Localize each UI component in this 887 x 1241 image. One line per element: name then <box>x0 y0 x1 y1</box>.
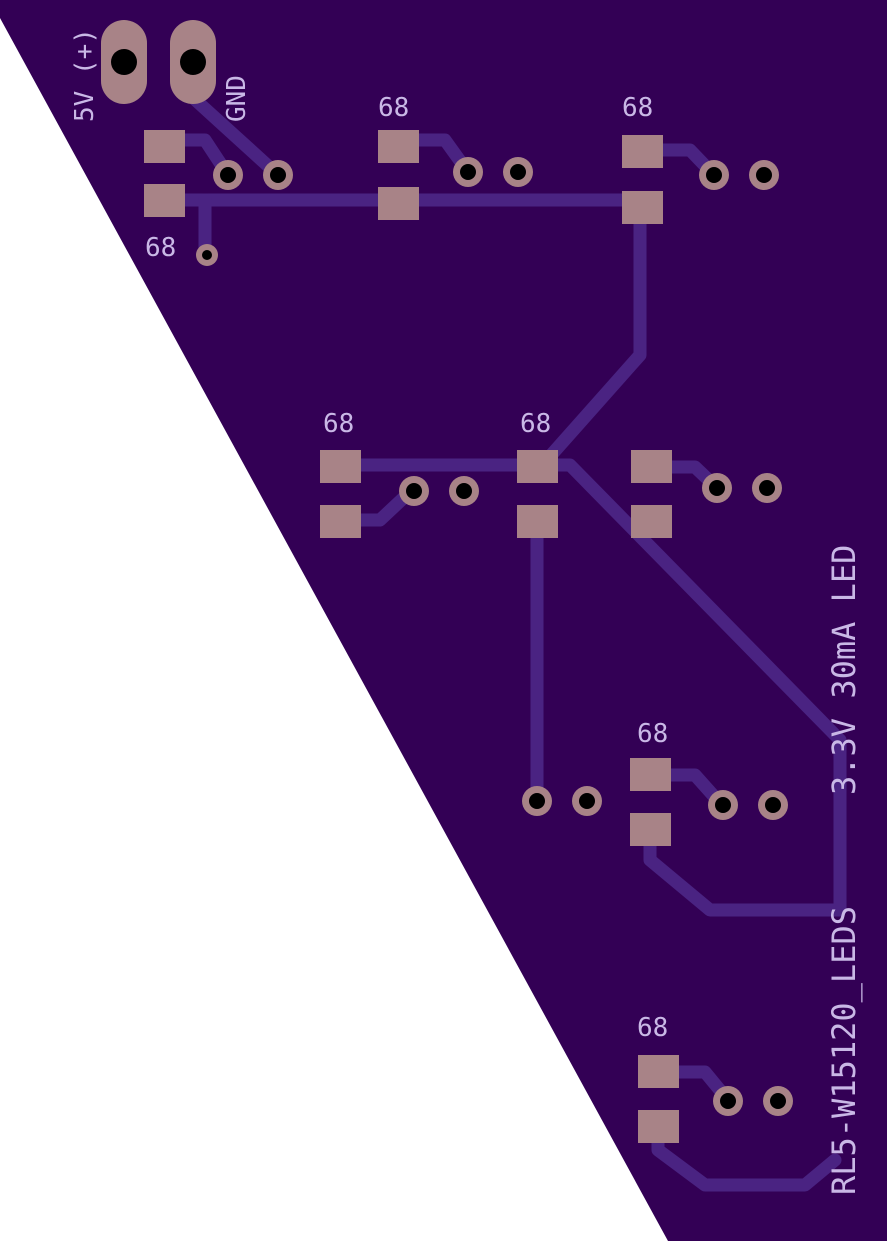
smd-pad <box>378 187 419 220</box>
via <box>196 244 218 266</box>
resistor-unlabeled <box>631 450 672 538</box>
drill <box>706 167 722 183</box>
plus-label: 5V (+) <box>70 28 100 122</box>
led-footprint <box>453 157 533 187</box>
smd-pad <box>144 130 185 163</box>
resistor: 68 <box>630 719 671 846</box>
drill <box>529 793 545 809</box>
smd-pad <box>320 450 361 483</box>
drill <box>460 164 476 180</box>
resistor-label: 68 <box>622 93 653 123</box>
smd-pad <box>638 1055 679 1088</box>
drill <box>456 483 472 499</box>
smd-pad <box>378 130 419 163</box>
resistor-label: 68 <box>637 1013 668 1043</box>
drill <box>759 480 775 496</box>
drill <box>579 793 595 809</box>
led-footprint <box>213 160 293 190</box>
resistor-label: 68 <box>520 409 551 439</box>
smd-pad <box>638 1110 679 1143</box>
resistor: 68 <box>378 93 419 220</box>
smd-pad <box>622 135 663 168</box>
led-footprint <box>708 790 788 820</box>
led-footprint <box>699 160 779 190</box>
drill <box>220 167 236 183</box>
drill <box>715 797 731 813</box>
smd-pad <box>517 450 558 483</box>
led-pads <box>196 157 793 1116</box>
plus-drill <box>111 49 137 75</box>
led-footprint <box>399 476 479 506</box>
trace <box>538 198 647 469</box>
drill <box>770 1093 786 1109</box>
power-header: 5V (+) GND <box>70 20 252 122</box>
drill <box>202 250 212 260</box>
drill <box>406 483 422 499</box>
trace <box>183 88 285 182</box>
led-footprint <box>702 473 782 503</box>
smd-pad <box>144 184 185 217</box>
drill <box>765 797 781 813</box>
smd-pad <box>630 813 671 846</box>
board-title: RL5-W15120_LEDS <box>825 906 863 1195</box>
led-footprint <box>522 786 602 816</box>
smd-pad <box>622 191 663 224</box>
resistor: 68 <box>637 1013 679 1143</box>
gnd-drill <box>180 49 206 75</box>
drill <box>756 167 772 183</box>
resistor-label: 68 <box>145 233 176 263</box>
drill <box>720 1093 736 1109</box>
smd-pad <box>320 505 361 538</box>
smd-pad <box>517 505 558 538</box>
board-spec: 3.3V 30mA LED <box>825 545 863 795</box>
gnd-label: GND <box>222 75 252 122</box>
smd-pad <box>630 758 671 791</box>
drill <box>270 167 286 183</box>
resistor: 68 <box>320 409 361 538</box>
resistor-label: 68 <box>323 409 354 439</box>
drill <box>510 164 526 180</box>
smd-pad <box>631 505 672 538</box>
resistor: 68 <box>517 409 558 538</box>
smd-pad <box>631 450 672 483</box>
drill <box>709 480 725 496</box>
resistor: 68 <box>144 130 185 263</box>
led-footprint <box>713 1086 793 1116</box>
resistor-label: 68 <box>637 719 668 749</box>
resistor-label: 68 <box>378 93 409 123</box>
resistor: 68 <box>622 93 663 224</box>
